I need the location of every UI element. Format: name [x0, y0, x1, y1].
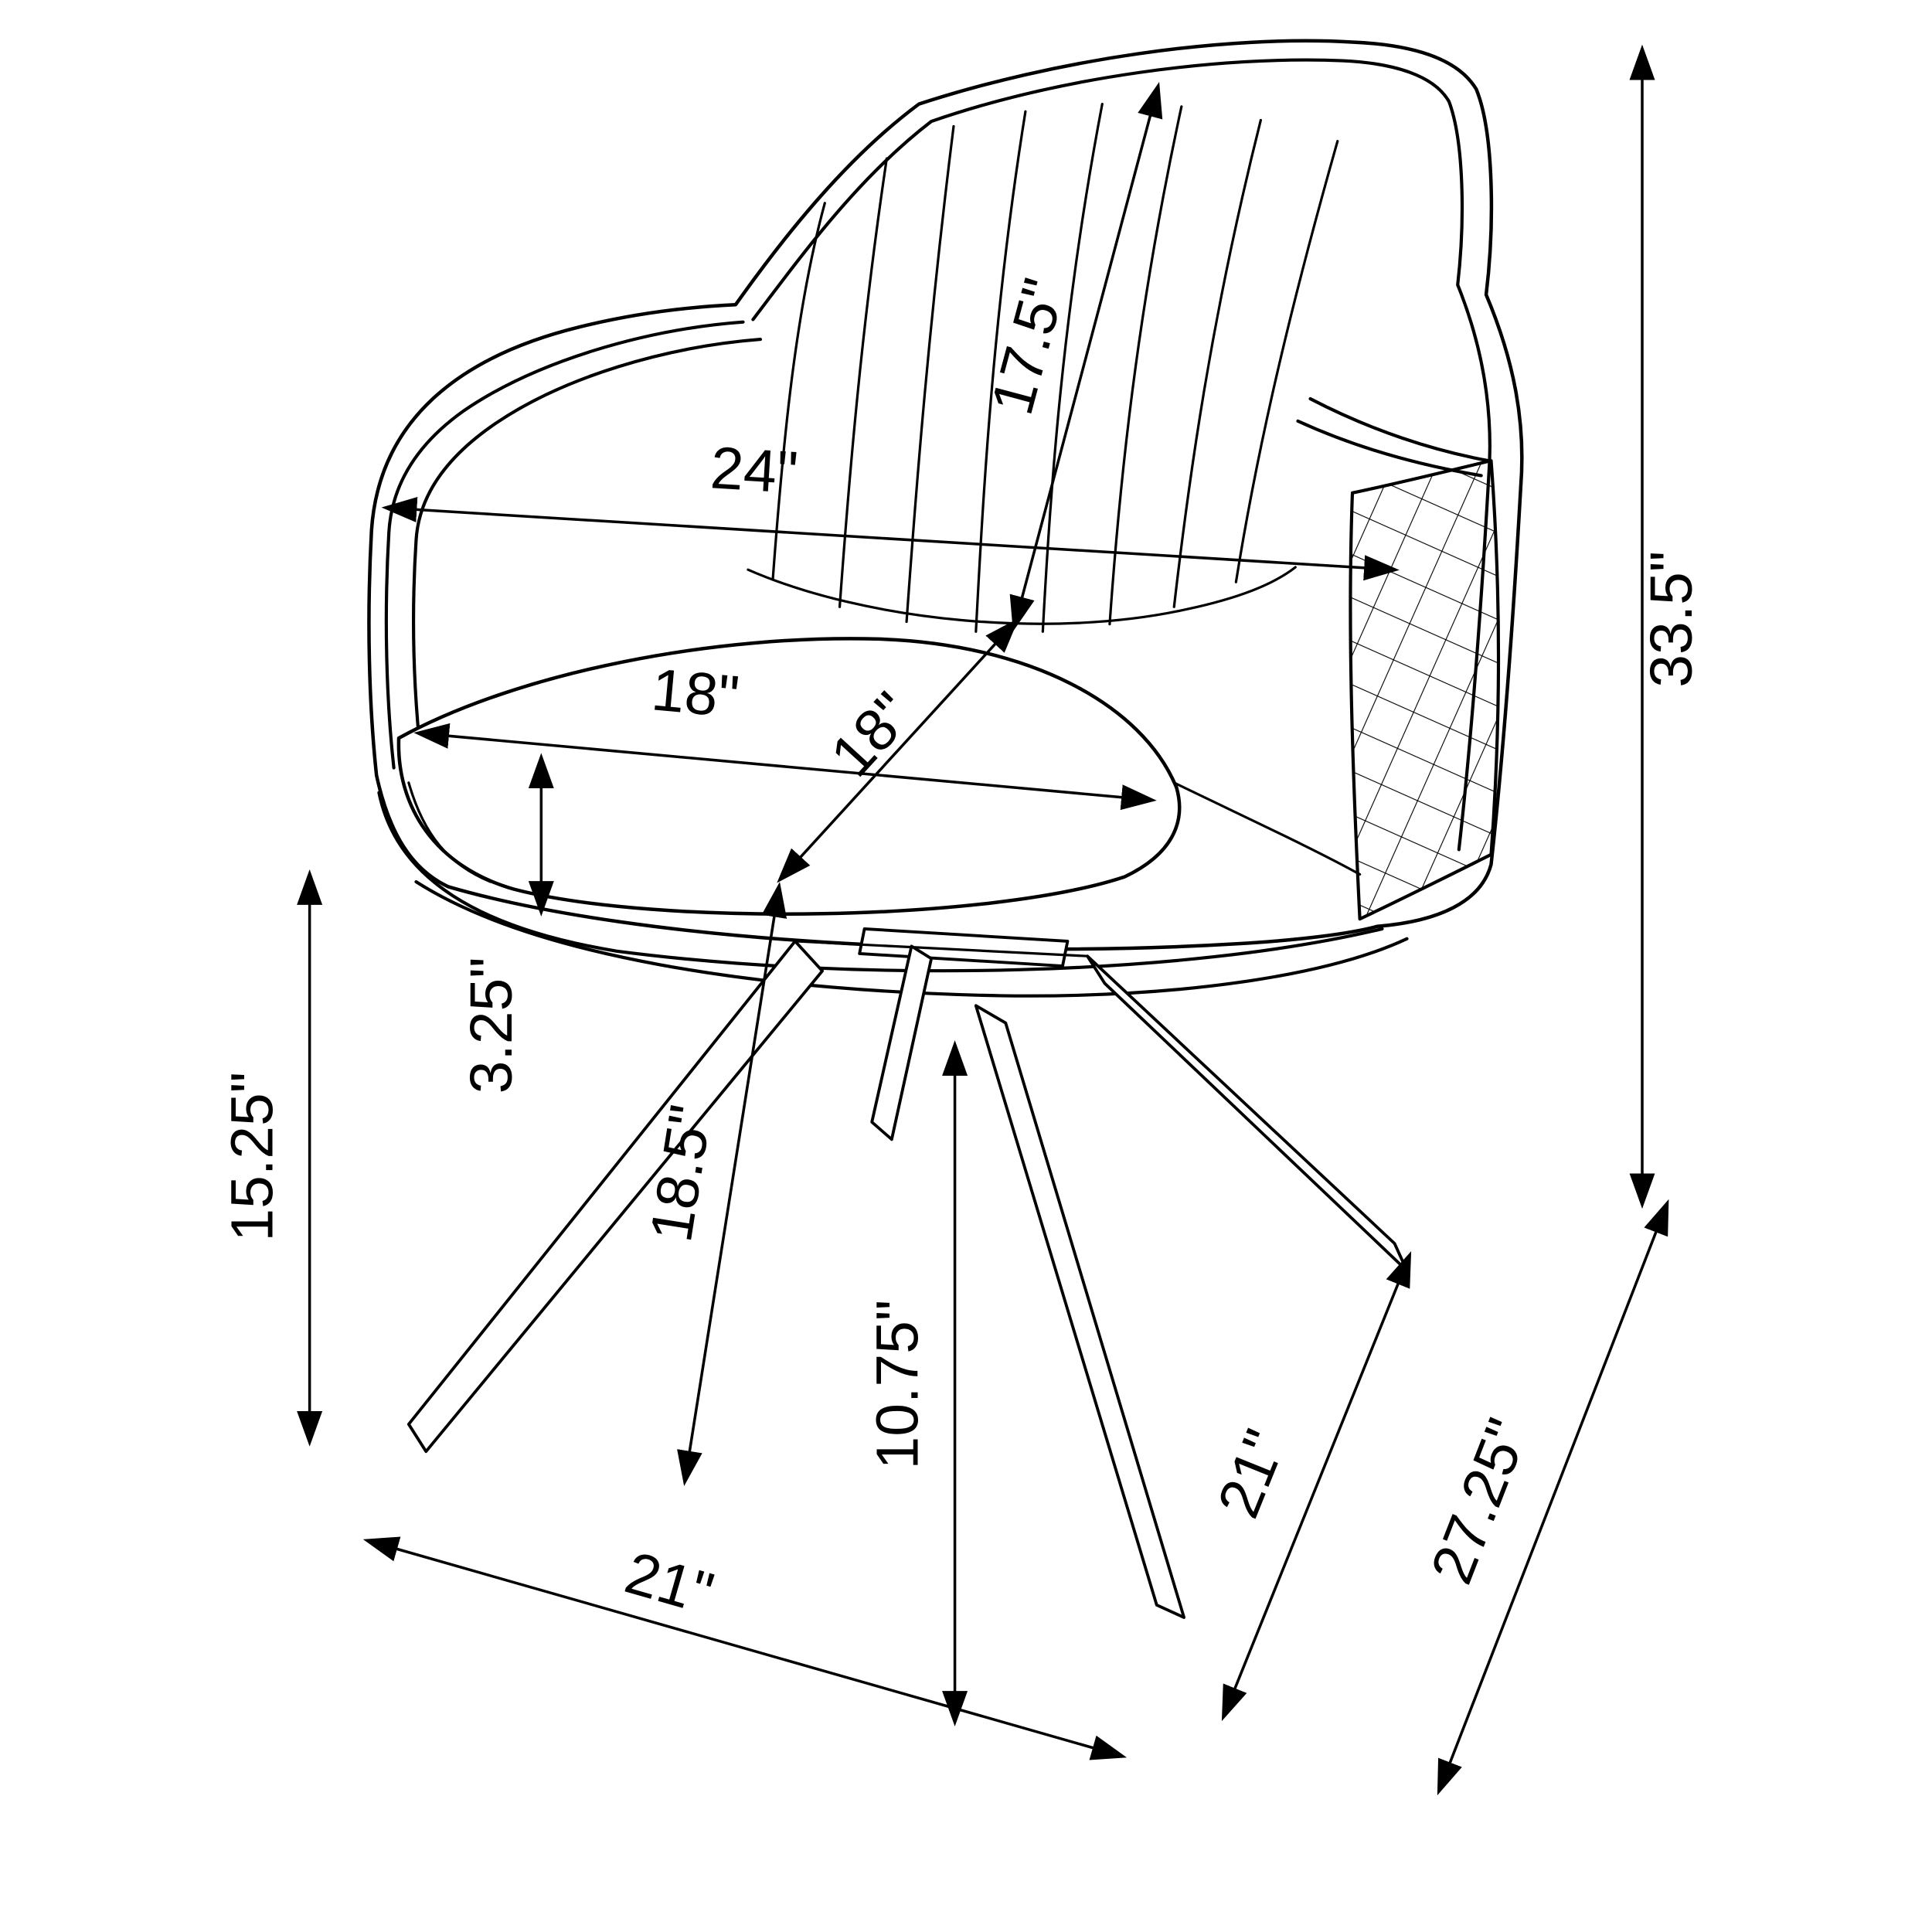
dim-overall-depth: 27.25": [1418, 1199, 1669, 1796]
leg-back: [870, 944, 934, 1141]
arm-inner-line-2: [412, 338, 763, 760]
dim-base-width-side-label: 21": [1205, 1421, 1299, 1527]
swivel-plate-line: [794, 940, 1089, 957]
leg-right: [1086, 954, 1409, 1273]
dim-underseat-clearance: 10.75": [865, 1040, 968, 1726]
arm-inner-line-1: [384, 320, 745, 770]
dim-underseat-clearance-label: 10.75": [865, 1300, 931, 1470]
dim-cushion-thickness: 3.25": [458, 753, 554, 1094]
dim-seat-front-to-floor: 18.5": [638, 882, 787, 1487]
dim-overall-height: 33.5": [1629, 44, 1705, 1209]
dim-back-width-label: 24": [709, 434, 800, 506]
dim-overall-depth-label: 27.25": [1418, 1410, 1542, 1593]
dim-cushion-thickness-label: 3.25": [458, 957, 525, 1094]
dim-overall-height-label: 33.5": [1638, 551, 1705, 688]
underseat-rim-2: [414, 879, 1409, 998]
seat-to-panel-line: [1172, 781, 1362, 876]
dim-base-width-side: 21": [1205, 1251, 1412, 1722]
dim-base-width-front-label: 21": [618, 1539, 720, 1628]
dim-base-width-front: 21": [362, 1536, 1128, 1760]
leg-front: [974, 1004, 1185, 1619]
chair-drawing: [367, 39, 1524, 1619]
dim-seat-to-floor-left-label: 15.25": [219, 1072, 286, 1242]
dim-seat-width-label: 18": [649, 656, 742, 730]
dim-seat-to-floor-left: 15.25": [219, 869, 323, 1447]
dim-back-width: 24": [381, 434, 1400, 581]
